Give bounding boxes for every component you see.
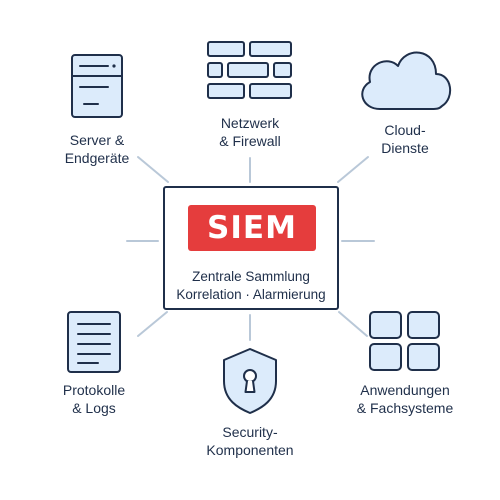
- server-icon: [71, 54, 123, 118]
- document-icon: [67, 311, 121, 373]
- logs-label: Protokolle & Logs: [44, 381, 144, 417]
- logs-label-line2: & Logs: [72, 400, 116, 416]
- security-label-line2: Komponenten: [206, 442, 294, 458]
- server-label-line2: Endgeräte: [64, 150, 130, 166]
- siem-description-line2: Korrelation · Alarmierung: [176, 287, 326, 302]
- connector-logs: [137, 311, 168, 337]
- firewall-brick-wall-icon: [207, 41, 292, 99]
- siem-description-line1: Zentrale Sammlung: [192, 269, 310, 284]
- server-label: Server & Endgeräte: [47, 131, 147, 167]
- siem-title: SIEM: [188, 205, 316, 251]
- connector-cloud: [337, 156, 369, 183]
- security-label: Security- Komponenten: [195, 423, 305, 459]
- cloud-label-line1: Cloud-: [384, 122, 426, 138]
- applications-label-line2: & Fachsysteme: [356, 400, 454, 416]
- app-grid-icon: [369, 311, 440, 371]
- cloud-label-line2: Dienste: [381, 140, 429, 156]
- applications-label-line1: Anwendungen: [360, 382, 450, 398]
- security-label-line1: Security-: [222, 424, 278, 440]
- network-label: Netzwerk & Firewall: [200, 114, 300, 150]
- connector-applications: [338, 311, 368, 337]
- network-label-line2: & Firewall: [219, 133, 281, 149]
- cloud-icon: [361, 51, 452, 110]
- network-label-line1: Netzwerk: [220, 115, 280, 131]
- server-label-line1: Server &: [69, 132, 125, 148]
- cloud-label: Cloud- Dienste: [355, 121, 455, 157]
- siem-center-box: SIEM Zentrale Sammlung Korrelation · Ala…: [163, 186, 339, 310]
- shield-lock-icon: [223, 348, 277, 414]
- connector-server: [137, 156, 169, 183]
- logs-label-line1: Protokolle: [62, 382, 126, 398]
- applications-label: Anwendungen & Fachsysteme: [337, 381, 473, 417]
